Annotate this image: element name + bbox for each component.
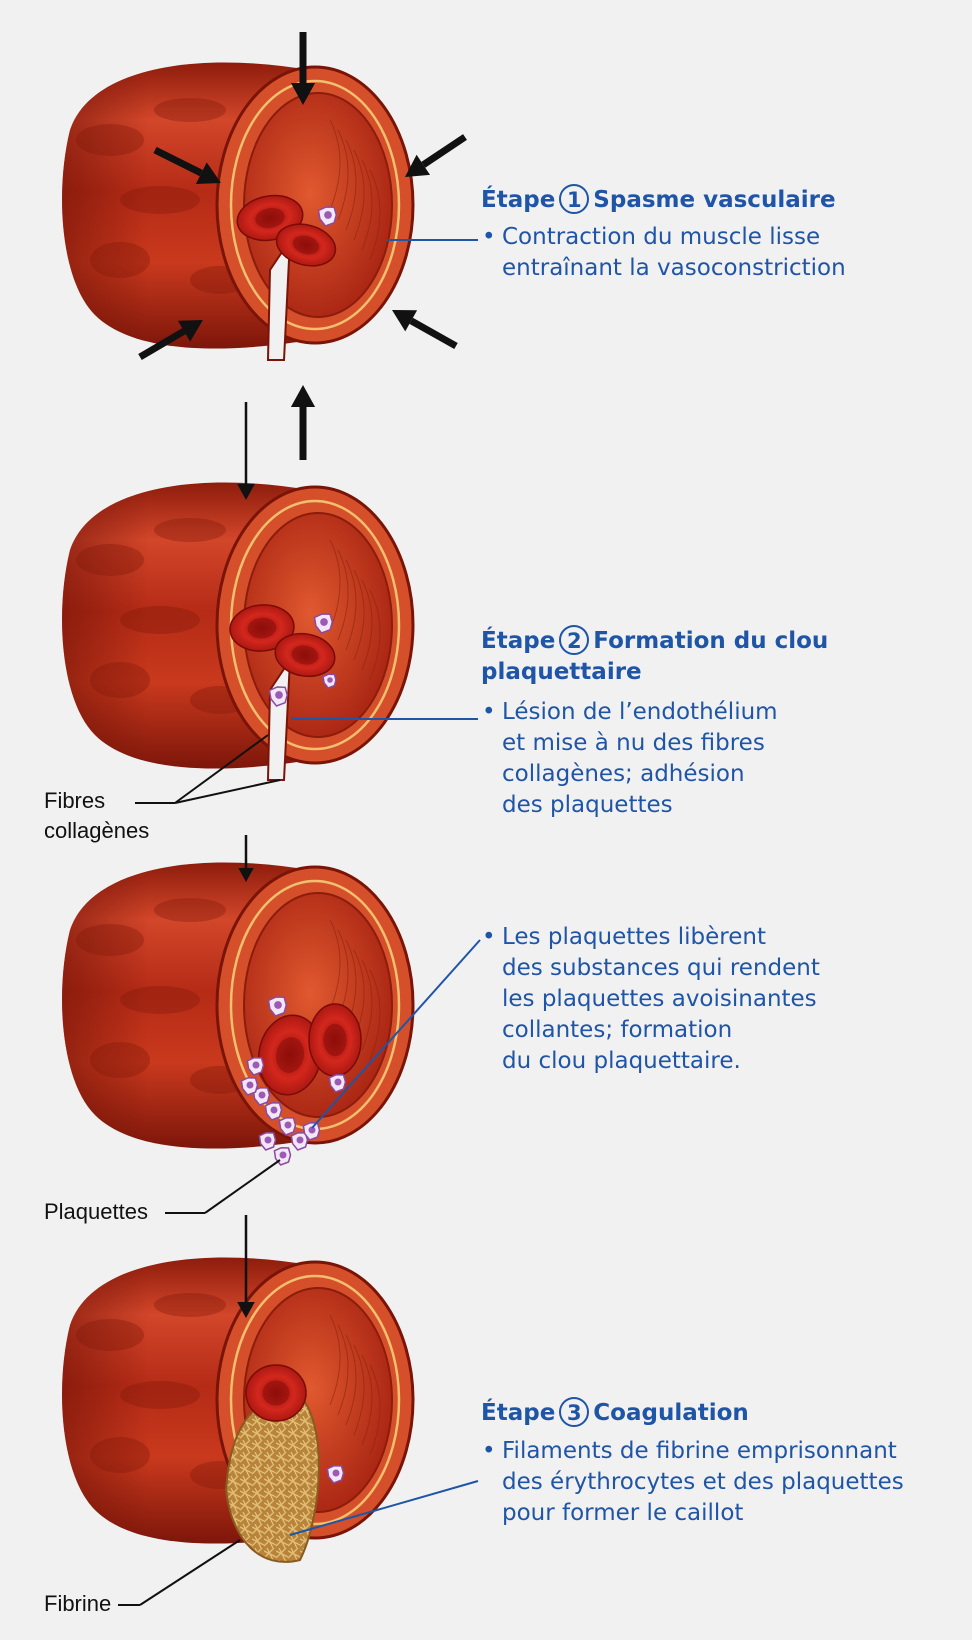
label-plaquettes: Plaquettes bbox=[44, 1197, 148, 1227]
step-3-prefix: Étape bbox=[481, 1400, 555, 1426]
platelet-granule bbox=[324, 211, 332, 219]
arrow-shaft bbox=[423, 137, 465, 165]
vessel-texture bbox=[76, 924, 144, 956]
red-blood-cell bbox=[309, 1004, 361, 1076]
arrow-shaft bbox=[411, 321, 456, 346]
platelet-release-description: • Les plaquettes libèrent des substances… bbox=[502, 922, 972, 1077]
step-1-prefix: Étape bbox=[481, 187, 555, 213]
step-1-heading: Étape1Spasme vasculaire bbox=[481, 185, 836, 216]
arrow-head bbox=[291, 385, 315, 407]
vessel-texture bbox=[90, 662, 150, 698]
platelet-granule bbox=[285, 1122, 292, 1129]
platelet-granule bbox=[275, 691, 283, 699]
step-2-title: Formation du clou bbox=[593, 628, 828, 654]
vessel-texture bbox=[76, 544, 144, 576]
text-line: du clou plaquettaire. bbox=[502, 1046, 972, 1077]
step-1-title: Spasme vasculaire bbox=[593, 187, 835, 213]
red-blood-cell bbox=[246, 1365, 306, 1421]
vessel-texture bbox=[154, 898, 226, 922]
compression-arrow-right-upper bbox=[405, 137, 465, 177]
bullet-dot: • bbox=[482, 222, 496, 253]
label-line: Fibres bbox=[44, 786, 149, 816]
vessel-texture bbox=[154, 518, 226, 542]
vessel-step-3 bbox=[62, 863, 413, 1166]
text-line: Les plaquettes libèrent bbox=[502, 922, 972, 953]
text-line: collantes; formation bbox=[502, 1015, 972, 1046]
text-line: et mise à nu des fibres bbox=[502, 728, 972, 759]
step-1-description: • Contraction du muscle lisse entraînant… bbox=[502, 222, 972, 284]
text-line: Lésion de l’endothélium bbox=[502, 697, 972, 728]
red-blood-cell-center bbox=[263, 1380, 290, 1405]
compression-arrow-bottom bbox=[291, 385, 315, 460]
text-line: les plaquettes avoisinantes bbox=[502, 984, 972, 1015]
platelet-granule bbox=[335, 1079, 342, 1086]
step-2-title-continuation: plaquettaire bbox=[481, 657, 828, 688]
bullet-dot: • bbox=[482, 697, 496, 728]
platelet-granule bbox=[280, 1152, 287, 1159]
platelet-granule bbox=[253, 1062, 260, 1069]
vessel-step-2 bbox=[62, 483, 413, 781]
step-2-prefix: Étape bbox=[481, 628, 555, 654]
platelet-granule bbox=[265, 1137, 272, 1144]
platelet-granule bbox=[259, 1092, 266, 1099]
text-line: Contraction du muscle lisse bbox=[502, 222, 972, 253]
platelet-granule bbox=[320, 618, 328, 626]
text-line: des substances qui rendent bbox=[502, 953, 972, 984]
vessel-texture bbox=[154, 98, 226, 122]
step-2-description: • Lésion de l’endothélium et mise à nu d… bbox=[502, 697, 972, 821]
platelet-granule bbox=[333, 1470, 340, 1477]
vessel-texture bbox=[76, 124, 144, 156]
platelet-granule bbox=[327, 677, 333, 683]
vessel-texture bbox=[120, 1381, 200, 1409]
label-line: collagènes bbox=[44, 816, 149, 846]
step-2-number-badge: 2 bbox=[559, 625, 589, 655]
text-line: Filaments de fibrine emprisonnant bbox=[502, 1436, 972, 1467]
vessel-step-1 bbox=[62, 63, 413, 361]
platelet-granule bbox=[274, 1001, 282, 1009]
platelet bbox=[259, 1133, 275, 1150]
label-fibres-collagenes: Fibres collagènes bbox=[44, 786, 149, 846]
vessel-texture bbox=[90, 242, 150, 278]
step-1-number-badge: 1 bbox=[559, 184, 589, 214]
vessel-texture bbox=[76, 1319, 144, 1351]
red-blood-cell-center bbox=[323, 1024, 346, 1056]
text-line: entraînant la vasoconstriction bbox=[502, 253, 972, 284]
text-line: des érythrocytes et des plaquettes bbox=[502, 1467, 972, 1498]
vessel-texture bbox=[90, 1042, 150, 1078]
vessel-step-4 bbox=[62, 1258, 413, 1562]
bullet-dot: • bbox=[482, 1436, 496, 1467]
vessel-texture bbox=[120, 606, 200, 634]
vessel-texture bbox=[90, 1437, 150, 1473]
step-3-description: • Filaments de fibrine emprisonnant des … bbox=[502, 1436, 972, 1529]
flow-arrow-1-to-2 bbox=[237, 402, 255, 500]
vessel-texture bbox=[120, 986, 200, 1014]
leader-line-fibrine bbox=[140, 1540, 240, 1605]
text-line: collagènes; adhésion bbox=[502, 759, 972, 790]
vessel-texture bbox=[154, 1293, 226, 1317]
compression-arrow-right-lower bbox=[392, 310, 456, 346]
leader-line-plaquettes bbox=[205, 1160, 280, 1213]
vessel-texture bbox=[120, 186, 200, 214]
text-line: pour former le caillot bbox=[502, 1498, 972, 1529]
platelet-granule bbox=[271, 1107, 278, 1114]
label-fibrine: Fibrine bbox=[44, 1589, 111, 1619]
step-3-number-badge: 3 bbox=[559, 1397, 589, 1427]
text-line: des plaquettes bbox=[502, 790, 972, 821]
step-3-title: Coagulation bbox=[593, 1400, 749, 1426]
bullet-dot: • bbox=[482, 922, 496, 953]
platelet-granule bbox=[247, 1082, 254, 1089]
platelet-granule bbox=[297, 1137, 304, 1144]
